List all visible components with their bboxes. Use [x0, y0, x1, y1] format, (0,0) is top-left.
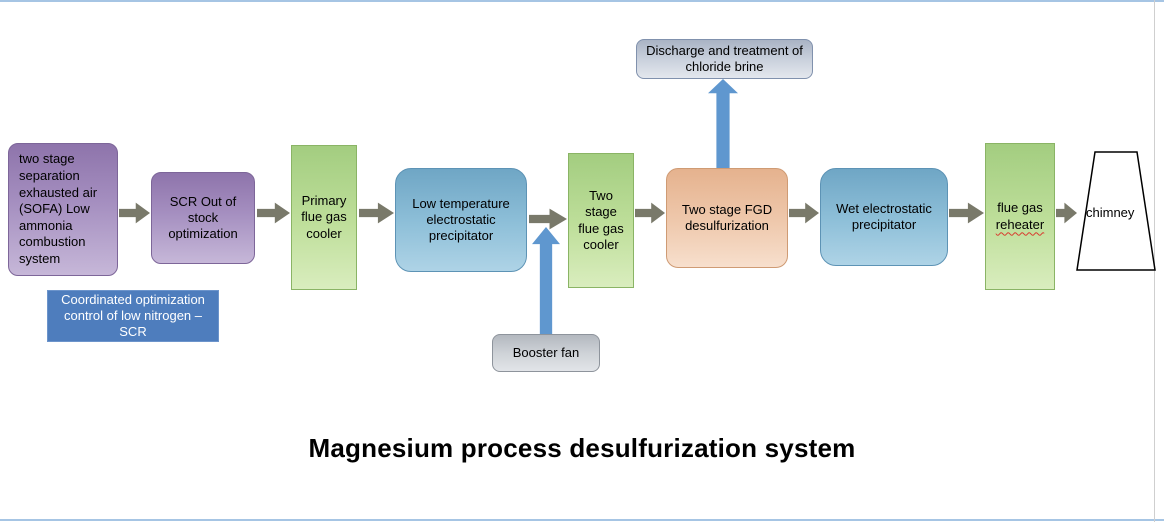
node-scr-optimization: SCR Out of stock optimization: [151, 172, 255, 264]
flow-arrow-fgd-to-wet-esp: [789, 202, 819, 224]
slide-top-border: [0, 0, 1164, 2]
slide-bottom-border: [0, 519, 1164, 521]
node-label: Coordinated optimization control of low …: [61, 291, 205, 340]
node-label: Wet electrostatic precipitator: [836, 200, 932, 232]
node-primary-flue-gas-cooler: Primary flue gas cooler: [291, 145, 357, 290]
node-label-line2: reheater: [995, 216, 1045, 232]
node-label: Discharge and treatment of chloride brin…: [646, 42, 803, 74]
node-sofa-combustion: two stage separation exhausted air (SOFA…: [8, 143, 118, 276]
chimney-trapezoid: [1076, 151, 1156, 271]
flow-arrow-reheater-to-chimney: [1056, 202, 1077, 224]
slide-right-border: [1154, 0, 1155, 522]
node-label: Two stage FGD desulfurization: [681, 201, 773, 233]
node-two-stage-fgd-desulfurization: Two stage FGD desulfurization: [666, 168, 788, 268]
chimney-label: chimney: [1086, 205, 1135, 220]
node-label: Booster fan: [512, 344, 580, 360]
node-label: SCR Out of stock optimization: [168, 193, 238, 242]
node-label: Low temperature electrostatic precipitat…: [412, 195, 510, 244]
node-two-stage-flue-gas-cooler: Two stage flue gas cooler: [568, 153, 634, 288]
flow-arrow-scr-to-primary-cooler: [257, 202, 290, 224]
node-label: Primary flue gas cooler: [301, 193, 347, 241]
arrow-booster-fan-to-duct: [532, 227, 560, 334]
flow-arrow-primary-cooler-to-esp: [359, 202, 394, 224]
chimney-shape: [1075, 150, 1157, 272]
flow-arrow-esp-to-two-stage-cooler: [529, 208, 567, 230]
flow-arrow-cooler-to-fgd: [635, 202, 665, 224]
node-chloride-brine-discharge: Discharge and treatment of chloride brin…: [636, 39, 813, 79]
node-label: two stage separation exhausted air (SOFA…: [19, 151, 98, 267]
node-coordinated-scr-control: Coordinated optimization control of low …: [47, 290, 219, 342]
flow-arrow-wet-esp-to-reheater: [949, 202, 984, 224]
node-flue-gas-reheater: flue gas reheater: [985, 143, 1055, 290]
node-label-line1: flue gas: [997, 200, 1043, 216]
flow-arrow-sofa-to-scr: [119, 202, 150, 224]
node-label: Two stage flue gas cooler: [578, 188, 624, 252]
arrow-fgd-to-discharge: [708, 79, 738, 168]
node-booster-fan: Booster fan: [492, 334, 600, 372]
node-low-temp-electrostatic-precipitator: Low temperature electrostatic precipitat…: [395, 168, 527, 272]
diagram-title: Magnesium process desulfurization system: [308, 433, 856, 463]
node-wet-electrostatic-precipitator: Wet electrostatic precipitator: [820, 168, 948, 266]
